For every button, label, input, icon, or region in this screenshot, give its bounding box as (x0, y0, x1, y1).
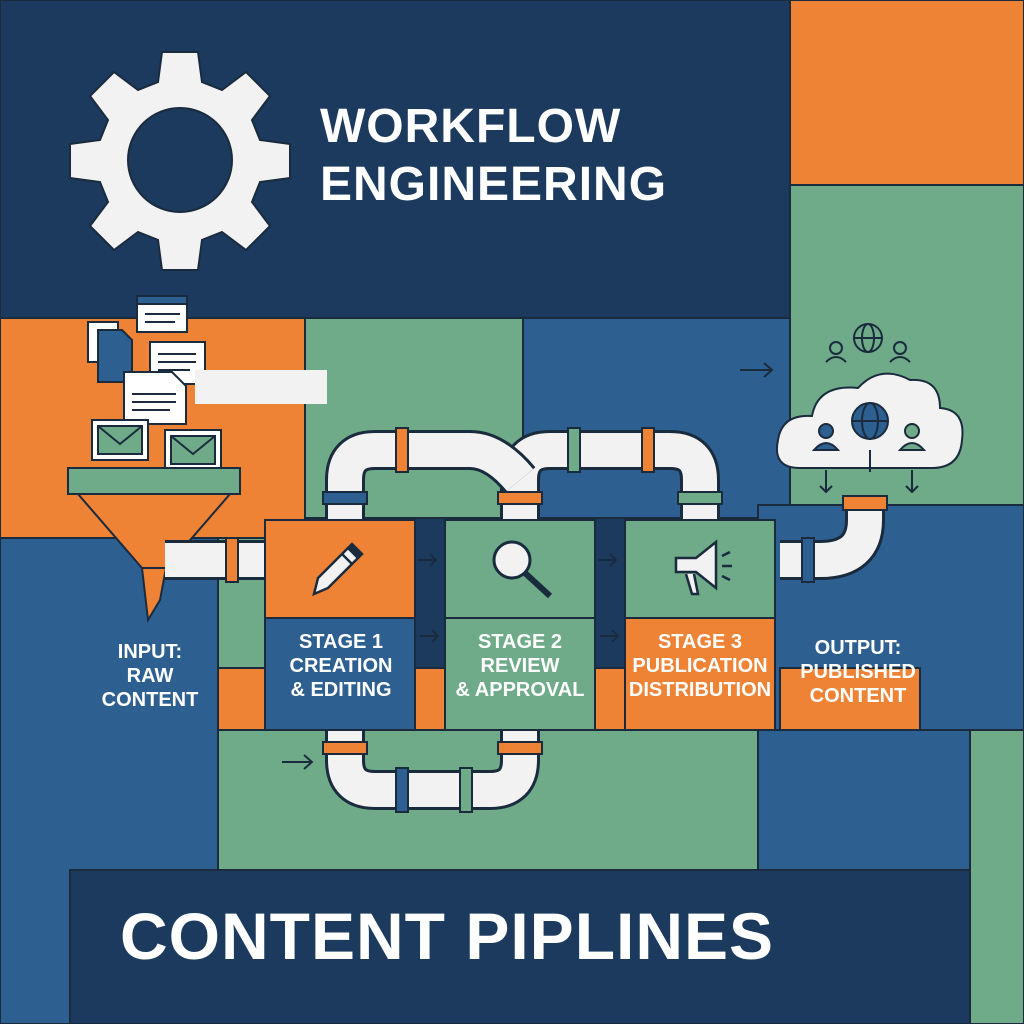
title-line-2: ENGINEERING (320, 157, 668, 211)
pipe-rings (225, 427, 888, 813)
input-label-line-1: INPUT: (117, 641, 183, 663)
stage-2-box (444, 519, 596, 731)
download-arrows (819, 450, 919, 494)
input-label: INPUT: RAW CONTENT (95, 640, 205, 712)
stage-1-line-2: CREATION (289, 655, 393, 677)
megaphone-icon (674, 539, 732, 596)
footer-title: CONTENT PIPLINES (120, 899, 775, 973)
stage-3-label: STAGE 3 PUBLICATION DISTRIBUTION (625, 630, 775, 702)
input-label-line-3: CONTENT (101, 689, 199, 711)
flow-arrows (282, 362, 774, 770)
stage-3-line-3: DISTRIBUTION (628, 679, 772, 701)
stage-1-label: STAGE 1 CREATION & EDITING (265, 630, 417, 702)
page-title: WORKFLOW ENGINEERING (320, 98, 700, 213)
output-label: OUTPUT: PUBLISHED CONTENT (788, 636, 928, 708)
envelope-icon (91, 419, 222, 471)
stage-2-line-1: STAGE 2 (477, 631, 563, 653)
stage-3-line-2: PUBLICATION (632, 655, 768, 677)
globe-icon (851, 323, 889, 440)
magnifier-icon (492, 540, 553, 599)
stage-2-label: STAGE 2 REVIEW & APPROVAL (445, 630, 595, 702)
documents-icon (87, 295, 327, 425)
pipeline (165, 430, 885, 810)
funnel-icon (67, 467, 241, 624)
stage-2-line-2: REVIEW (480, 655, 560, 677)
pencil-icon (312, 542, 364, 597)
output-label-line-2: PUBLISHED (800, 661, 916, 683)
output-label-line-1: OUTPUT: (814, 637, 902, 659)
user-icons (811, 341, 927, 451)
stage-3-line-1: STAGE 3 (657, 631, 743, 653)
gear-icon (69, 51, 291, 271)
stage-1-line-1: STAGE 1 (298, 631, 384, 653)
stage-2-line-3: & APPROVAL (455, 679, 585, 701)
output-label-line-3: CONTENT (809, 685, 907, 707)
stage-1-box (264, 519, 416, 731)
input-label-line-2: RAW (126, 665, 174, 687)
stage-1-line-3: & EDITING (290, 679, 392, 701)
title-line-1: WORKFLOW (320, 100, 622, 153)
